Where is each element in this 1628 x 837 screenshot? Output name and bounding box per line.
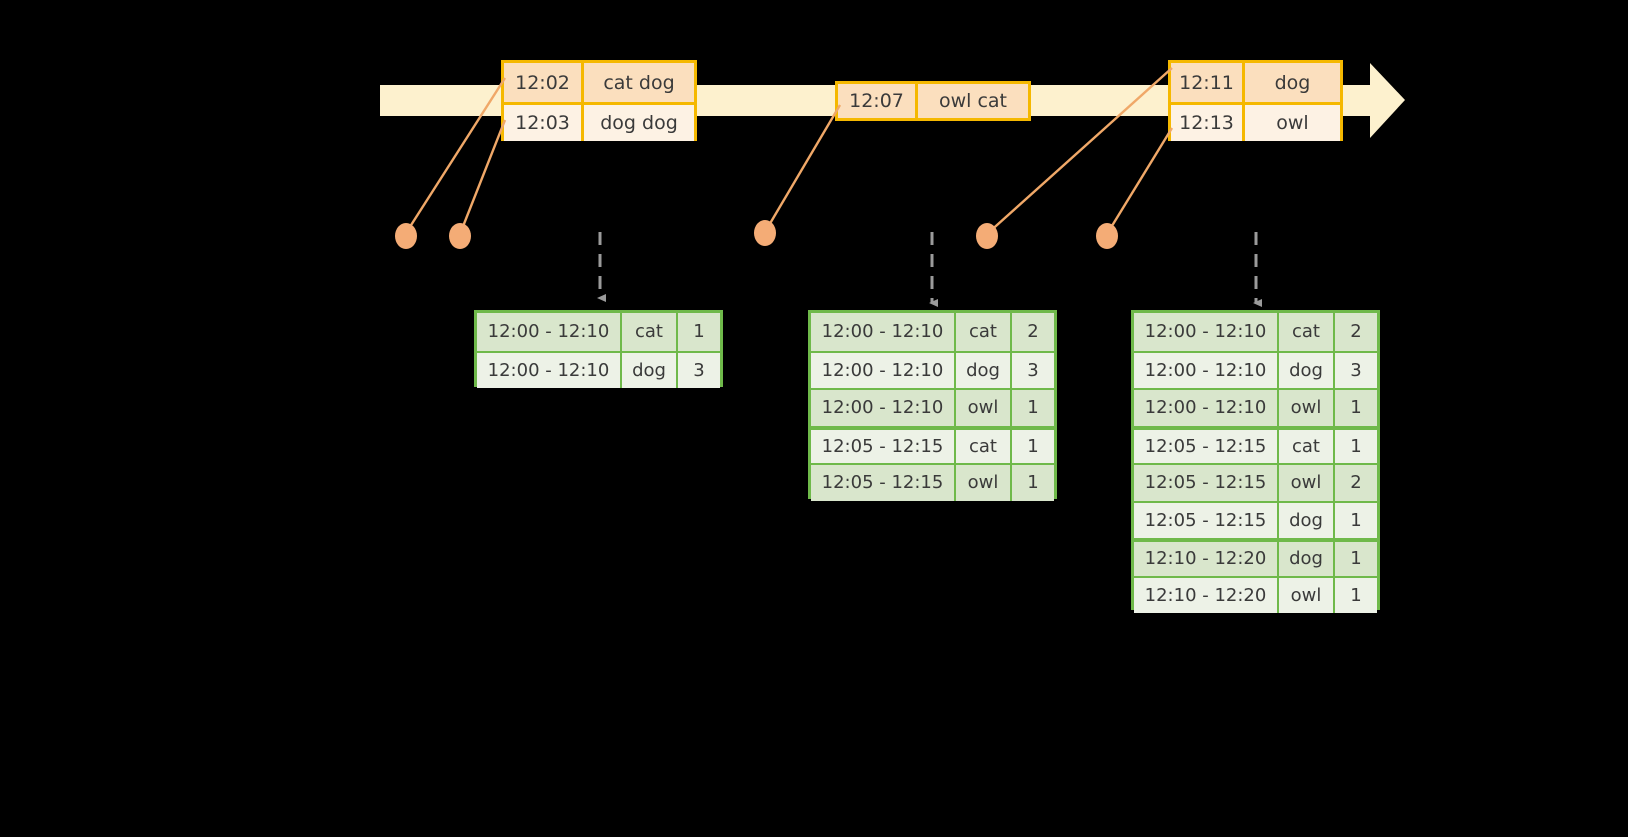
word-cell: owl bbox=[956, 390, 1012, 426]
table-row: 12:00 - 12:10 owl 1 bbox=[1134, 388, 1377, 426]
window-cell: 12:00 - 12:10 bbox=[811, 352, 956, 388]
count-cell: 2 bbox=[1027, 321, 1039, 343]
count-cell: 1 bbox=[1350, 509, 1362, 531]
table-row: 12:00 - 12:10 dog 3 bbox=[1134, 350, 1377, 388]
event-time: 12:02 bbox=[504, 63, 584, 102]
count-cell: 1 bbox=[1027, 472, 1039, 494]
event-words: dog bbox=[1274, 71, 1311, 94]
event-time: 12:11 bbox=[1171, 63, 1245, 102]
window-cell: 12:05 - 12:15 bbox=[811, 429, 956, 463]
word-cell: cat bbox=[956, 429, 1012, 463]
word-cell: cat bbox=[1279, 313, 1335, 351]
count-cell: 1 bbox=[1350, 548, 1362, 570]
table-row: 12:00 - 12:10 cat 1 bbox=[477, 313, 720, 351]
table-row: 12:10 - 12:20 dog 1 bbox=[1134, 538, 1377, 576]
connector-dot-2 bbox=[449, 223, 471, 249]
connector-dot-5 bbox=[1096, 223, 1118, 249]
count-cell: 2 bbox=[1350, 472, 1362, 494]
event-words: dog dog bbox=[600, 112, 678, 134]
event-box-2[interactable]: 12:07 owl cat bbox=[835, 81, 1031, 121]
word-cell: cat bbox=[622, 313, 678, 351]
connector-line-2 bbox=[458, 119, 507, 235]
event-words: cat dog bbox=[603, 71, 675, 94]
table-row: 12:00 - 12:10 owl 1 bbox=[811, 388, 1054, 426]
event-box-1[interactable]: 12:02 cat dog 12:03 dog dog bbox=[501, 60, 697, 141]
window-cell: 12:00 - 12:10 bbox=[811, 390, 956, 426]
window-cell: 12:05 - 12:15 bbox=[1134, 502, 1279, 538]
word-cell: dog bbox=[1279, 352, 1335, 388]
result-table-1[interactable]: 12:00 - 12:10 cat 1 12:00 - 12:10 dog 3 bbox=[474, 310, 723, 388]
count-cell: 1 bbox=[1350, 397, 1362, 419]
window-cell: 12:05 - 12:15 bbox=[1134, 429, 1279, 463]
table-row: 12:05 - 12:15 dog 1 bbox=[1134, 500, 1377, 538]
event-time: 12:03 bbox=[504, 105, 584, 141]
word-cell: owl bbox=[956, 465, 1012, 501]
word-cell: cat bbox=[1279, 429, 1335, 463]
connector-dot-1 bbox=[395, 223, 417, 249]
event-box-3[interactable]: 12:11 dog 12:13 owl bbox=[1168, 60, 1343, 141]
count-cell: 1 bbox=[1027, 435, 1039, 457]
window-cell: 12:10 - 12:20 bbox=[1134, 577, 1279, 613]
table-row: 12:05 - 12:15 cat 1 bbox=[811, 425, 1054, 463]
table-row: 12:00 - 12:10 dog 3 bbox=[477, 350, 720, 388]
table-row: 12:05 - 12:15 cat 1 bbox=[1134, 425, 1377, 463]
event-row: 12:11 dog bbox=[1171, 63, 1340, 102]
word-cell: owl bbox=[1279, 390, 1335, 426]
count-cell: 1 bbox=[1350, 584, 1362, 606]
window-cell: 12:10 - 12:20 bbox=[1134, 542, 1279, 576]
table-row: 12:05 - 12:15 owl 1 bbox=[811, 463, 1054, 501]
count-cell: 1 bbox=[693, 321, 705, 343]
event-time: 12:07 bbox=[838, 84, 918, 118]
table-row: 12:00 - 12:10 dog 3 bbox=[811, 350, 1054, 388]
table-row: 12:10 - 12:20 owl 1 bbox=[1134, 575, 1377, 613]
window-cell: 12:00 - 12:10 bbox=[1134, 352, 1279, 388]
count-cell: 2 bbox=[1350, 321, 1362, 343]
window-cell: 12:05 - 12:15 bbox=[1134, 465, 1279, 501]
connector-line-3 bbox=[763, 104, 842, 233]
word-cell: cat bbox=[956, 313, 1012, 351]
window-cell: 12:00 - 12:10 bbox=[811, 313, 956, 351]
window-cell: 12:00 - 12:10 bbox=[1134, 390, 1279, 426]
connector-line-5 bbox=[1105, 127, 1174, 235]
word-cell: dog bbox=[1279, 502, 1335, 538]
event-time: 12:13 bbox=[1171, 105, 1245, 141]
table-row: 12:00 - 12:10 cat 2 bbox=[1134, 313, 1377, 351]
count-cell: 1 bbox=[1350, 435, 1362, 457]
window-cell: 12:00 - 12:10 bbox=[477, 313, 622, 351]
word-cell: dog bbox=[956, 352, 1012, 388]
event-row: 12:02 cat dog bbox=[504, 63, 694, 102]
window-cell: 12:00 - 12:10 bbox=[1134, 313, 1279, 351]
count-cell: 3 bbox=[693, 359, 705, 381]
event-words: owl cat bbox=[938, 90, 1008, 112]
connector-dot-3 bbox=[754, 220, 776, 246]
count-cell: 3 bbox=[1350, 359, 1362, 381]
word-cell: owl bbox=[1279, 465, 1335, 501]
word-cell: dog bbox=[622, 352, 678, 388]
table-row: 12:00 - 12:10 cat 2 bbox=[811, 313, 1054, 351]
count-cell: 1 bbox=[1027, 397, 1039, 419]
result-table-3[interactable]: 12:00 - 12:10 cat 2 12:00 - 12:10 dog 3 … bbox=[1131, 310, 1380, 613]
connector-dot-4 bbox=[976, 223, 998, 249]
result-table-2[interactable]: 12:00 - 12:10 cat 2 12:00 - 12:10 dog 3 … bbox=[808, 310, 1057, 501]
count-cell: 3 bbox=[1027, 359, 1039, 381]
event-row: 12:13 owl bbox=[1171, 102, 1340, 141]
word-cell: dog bbox=[1279, 542, 1335, 576]
event-row: 12:07 owl cat bbox=[838, 84, 1028, 118]
window-cell: 12:00 - 12:10 bbox=[477, 352, 622, 388]
event-row: 12:03 dog dog bbox=[504, 102, 694, 141]
event-words: owl bbox=[1276, 112, 1309, 134]
word-cell: owl bbox=[1279, 577, 1335, 613]
table-row: 12:05 - 12:15 owl 2 bbox=[1134, 463, 1377, 501]
window-cell: 12:05 - 12:15 bbox=[811, 465, 956, 501]
